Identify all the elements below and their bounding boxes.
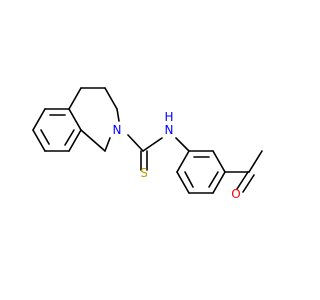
bond: [184, 171, 194, 188]
bond: [68, 129, 82, 152]
atom-sulfur-label: S: [140, 166, 148, 180]
bond: [104, 87, 118, 110]
bond: [68, 87, 82, 110]
bond: [32, 129, 46, 152]
bond: [212, 150, 226, 173]
bond: [40, 129, 50, 145]
atom-nh-h-label: H: [164, 110, 173, 124]
bond: [127, 134, 144, 152]
bond: [142, 137, 163, 152]
atom-oxygen: O: [231, 187, 240, 201]
bond: [176, 171, 190, 194]
structure-canvas: N H N S O: [32, 87, 263, 201]
atom-oxygen-label: O: [231, 187, 240, 201]
bond: [236, 171, 249, 190]
bond: [68, 108, 82, 131]
bond: [104, 137, 111, 152]
bond-layer: [32, 87, 263, 194]
atom-n-ring-label: N: [113, 123, 122, 137]
bond: [212, 171, 226, 194]
bond: [176, 150, 190, 173]
atom-sulfur: S: [140, 166, 148, 180]
bond: [208, 171, 219, 188]
atom-label-layer: N H N S O: [113, 110, 241, 201]
bond: [242, 174, 255, 193]
bond: [248, 150, 263, 173]
bond: [64, 129, 75, 146]
atom-nh: H N: [164, 110, 173, 137]
bond: [116, 108, 120, 122]
atom-n-ring: N: [113, 123, 122, 137]
bond: [175, 137, 190, 152]
molecule-structure: N H N S O: [32, 87, 263, 201]
atom-nh-n-label: N: [165, 123, 174, 137]
bond: [32, 108, 46, 131]
bond: [80, 129, 106, 152]
